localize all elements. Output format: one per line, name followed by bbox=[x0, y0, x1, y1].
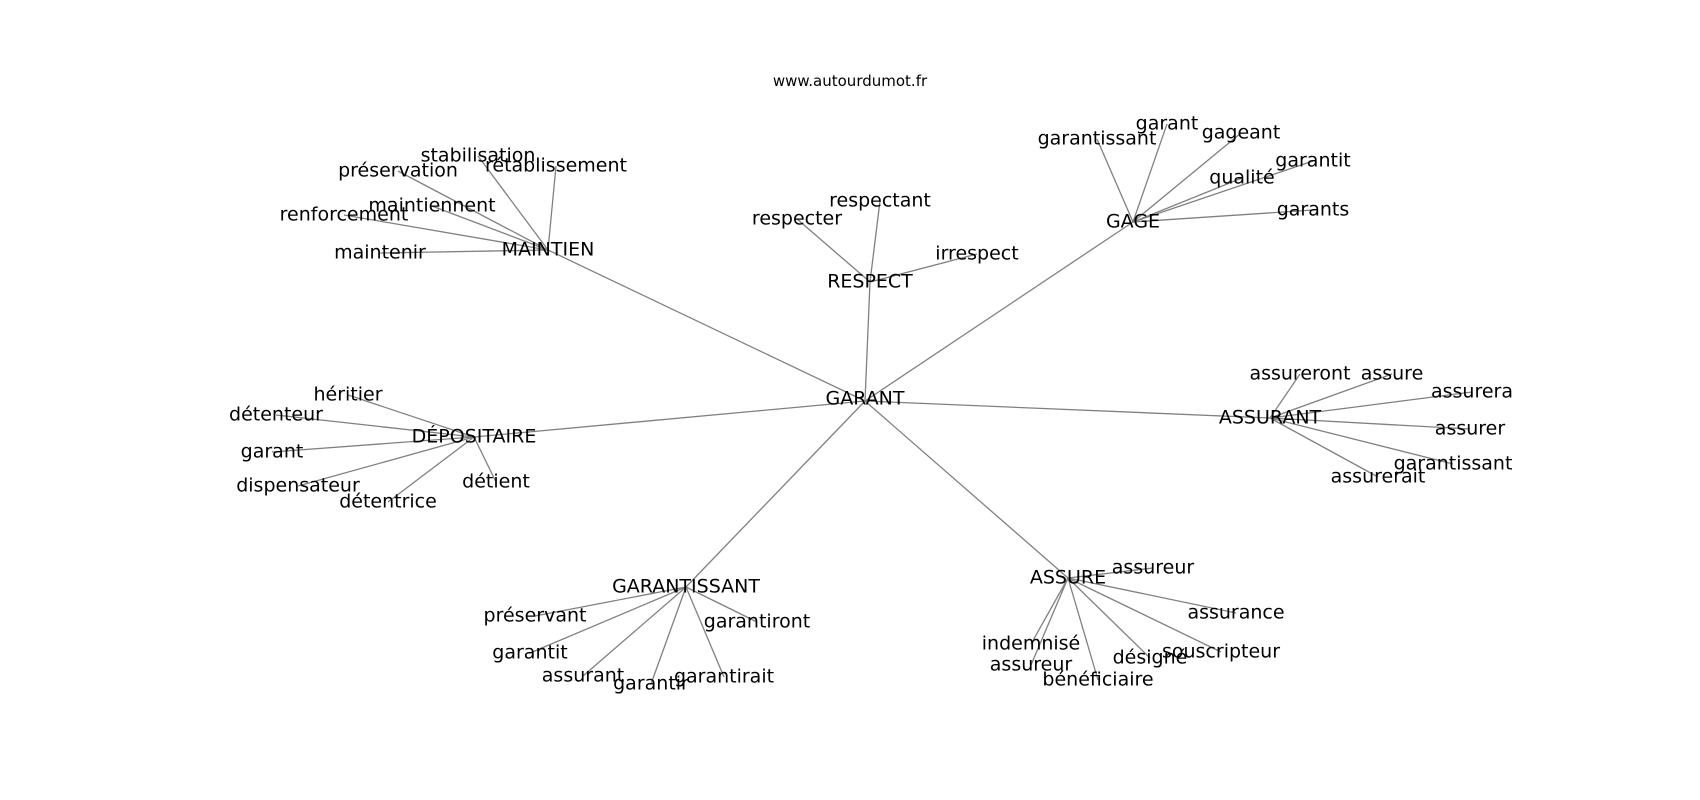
edge-hub-to-leaf bbox=[1132, 160, 1314, 223]
edge-center-to-hub bbox=[547, 249, 866, 402]
leaf-node: garantir bbox=[613, 673, 689, 695]
hub-node: ASSURE bbox=[1030, 567, 1106, 589]
center-node: GARANT bbox=[826, 388, 905, 410]
edge-center-to-hub bbox=[473, 400, 866, 438]
edge-hub-to-leaf bbox=[547, 165, 557, 251]
edge-center-to-hub bbox=[864, 221, 1134, 402]
edge-hub-to-leaf bbox=[343, 214, 549, 251]
edge-hub-to-leaf bbox=[275, 414, 475, 438]
edge-hub-to-leaf bbox=[1269, 417, 1471, 430]
edge-center-to-hub bbox=[685, 400, 866, 588]
website-watermark: www.autourdumot.fr bbox=[772, 72, 928, 90]
leaf-node: qualité bbox=[1209, 167, 1274, 189]
hub-node: MAINTIEN bbox=[502, 239, 595, 261]
hub-node: RESPECT bbox=[827, 271, 913, 293]
edge-hub-to-leaf bbox=[1067, 577, 1222, 653]
edge-hub-to-leaf bbox=[582, 586, 687, 677]
leaf-node: garants bbox=[1277, 199, 1350, 221]
edge-hub-to-leaf bbox=[1030, 577, 1069, 645]
edge-hub-to-leaf bbox=[529, 586, 687, 654]
hub-node: GAGE bbox=[1106, 211, 1160, 233]
edge-hub-to-leaf bbox=[796, 218, 871, 283]
leaf-node: désigné bbox=[1113, 647, 1188, 669]
edge-hub-to-leaf bbox=[1269, 417, 1379, 478]
edge-center-to-hub bbox=[864, 400, 1271, 419]
leaf-node: préservant bbox=[484, 605, 587, 627]
edge-hub-to-leaf bbox=[1269, 391, 1473, 419]
leaf-node: respecter bbox=[752, 208, 842, 230]
leaf-node: garant bbox=[241, 441, 304, 463]
leaf-node: dispensateur bbox=[236, 475, 360, 497]
edge-hub-to-leaf bbox=[397, 170, 549, 251]
leaf-node: garantissant bbox=[1038, 128, 1157, 150]
edge-hub-to-leaf bbox=[1132, 177, 1243, 223]
leaf-node: garant bbox=[1136, 113, 1199, 135]
leaf-node: préservation bbox=[338, 160, 458, 182]
leaf-node: respectant bbox=[829, 190, 931, 212]
leaf-node: garantirait bbox=[674, 666, 774, 688]
leaf-node: détient bbox=[462, 471, 530, 493]
leaf-node: garantit bbox=[492, 642, 567, 664]
leaf-node: indemnisé bbox=[982, 633, 1081, 655]
leaf-node: bénéficiaire bbox=[1042, 669, 1153, 691]
leaf-node: maintiennent bbox=[368, 195, 495, 217]
leaf-node: assurera bbox=[1431, 381, 1513, 403]
edge-hub-to-leaf bbox=[685, 586, 725, 678]
edge-hub-to-leaf bbox=[477, 155, 549, 251]
edge-center-to-hub bbox=[864, 281, 871, 402]
edge-hub-to-leaf bbox=[271, 436, 475, 453]
leaf-node: maintenir bbox=[334, 242, 426, 264]
edge-hub-to-leaf bbox=[1269, 373, 1301, 419]
hub-node: ASSURANT bbox=[1219, 407, 1322, 429]
leaf-node: assureur bbox=[1112, 557, 1195, 579]
leaf-node: détentrice bbox=[339, 491, 437, 513]
leaf-node: gageant bbox=[1202, 122, 1281, 144]
hub-node: DÉPOSITAIRE bbox=[412, 425, 537, 448]
edge-hub-to-leaf bbox=[1132, 132, 1242, 223]
leaf-node: garantissant bbox=[1394, 453, 1513, 475]
leaf-node: renforcement bbox=[280, 204, 409, 226]
edge-hub-to-leaf bbox=[379, 249, 549, 254]
leaf-node: stabilisation bbox=[421, 145, 536, 167]
leaf-node: garantit bbox=[1275, 150, 1350, 172]
leaf-node: détenteur bbox=[229, 404, 323, 426]
leaf-node: assure bbox=[1361, 363, 1424, 385]
edge-hub-to-leaf bbox=[1132, 209, 1314, 223]
edge-hub-to-leaf bbox=[1269, 417, 1454, 465]
edge-hub-to-leaf bbox=[1067, 577, 1151, 659]
leaf-node: assureur bbox=[990, 654, 1073, 676]
hub-node: GARANTISSANT bbox=[612, 576, 760, 598]
leaf-node: assurance bbox=[1187, 602, 1284, 624]
edge-hub-to-leaf bbox=[1067, 577, 1099, 681]
edge-hub-to-leaf bbox=[534, 586, 687, 617]
edge-hub-to-leaf bbox=[685, 586, 758, 623]
leaf-node: assurer bbox=[1435, 418, 1506, 440]
leaf-node: assurerait bbox=[1331, 466, 1426, 488]
edge-hub-to-leaf bbox=[1096, 138, 1134, 223]
edge-hub-to-leaf bbox=[431, 205, 549, 251]
edge-hub-to-leaf bbox=[1030, 577, 1069, 666]
edge-hub-to-leaf bbox=[1269, 373, 1393, 419]
leaf-node: rétablissement bbox=[485, 155, 627, 177]
edge-hub-to-leaf bbox=[297, 436, 475, 487]
edge-hub-to-leaf bbox=[347, 394, 475, 438]
leaf-node: garantiront bbox=[704, 611, 810, 633]
edge-center-to-hub bbox=[864, 400, 1069, 579]
leaf-node: héritier bbox=[313, 384, 382, 406]
leaf-node: assureront bbox=[1249, 363, 1350, 385]
edge-hub-to-leaf bbox=[1067, 577, 1237, 614]
edge-hub-to-leaf bbox=[869, 200, 881, 283]
edges-layer bbox=[271, 123, 1473, 685]
leaf-node: assurant bbox=[542, 665, 624, 687]
edge-hub-to-leaf bbox=[650, 586, 687, 685]
leaf-node: irrespect bbox=[935, 243, 1018, 265]
edge-hub-to-leaf bbox=[1132, 123, 1168, 223]
edge-hub-to-leaf bbox=[1067, 567, 1154, 579]
edge-hub-to-leaf bbox=[387, 436, 475, 503]
edge-hub-to-leaf bbox=[869, 253, 978, 283]
leaf-node: souscripteur bbox=[1162, 641, 1280, 663]
edge-hub-to-leaf bbox=[473, 436, 497, 483]
